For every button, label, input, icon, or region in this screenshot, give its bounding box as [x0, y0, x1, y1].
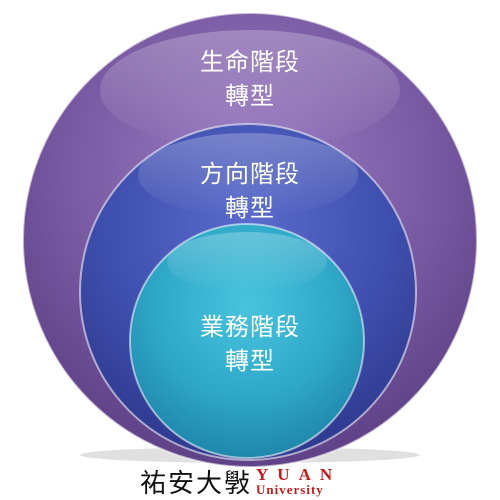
middle-label-line2: 轉型: [225, 194, 275, 222]
inner-label-line1: 業務階段: [200, 313, 300, 341]
outer-circle-label: 生命階段 轉型: [150, 45, 350, 113]
logo-english-top: YUAN: [256, 465, 342, 484]
outer-label-line2: 轉型: [225, 82, 275, 110]
inner-circle-label: 業務階段 轉型: [150, 310, 350, 378]
inner-circle-gloss: [167, 232, 327, 292]
logo-english-bottom: University: [256, 482, 324, 497]
inner-circle: [129, 223, 365, 459]
logo-english-block: YUAN University: [256, 466, 341, 496]
outer-circle-gloss: [100, 30, 400, 150]
middle-label-line1: 方向階段: [200, 160, 300, 188]
middle-circle-label: 方向階段 轉型: [150, 157, 350, 225]
middle-circle-gloss: [138, 133, 358, 217]
university-logo: 祐安大斅 YUAN University: [140, 465, 341, 499]
outer-label-line1: 生命階段: [200, 48, 300, 76]
logo-chinese-text: 祐安大斅: [140, 468, 253, 499]
inner-label-line2: 轉型: [225, 347, 275, 375]
